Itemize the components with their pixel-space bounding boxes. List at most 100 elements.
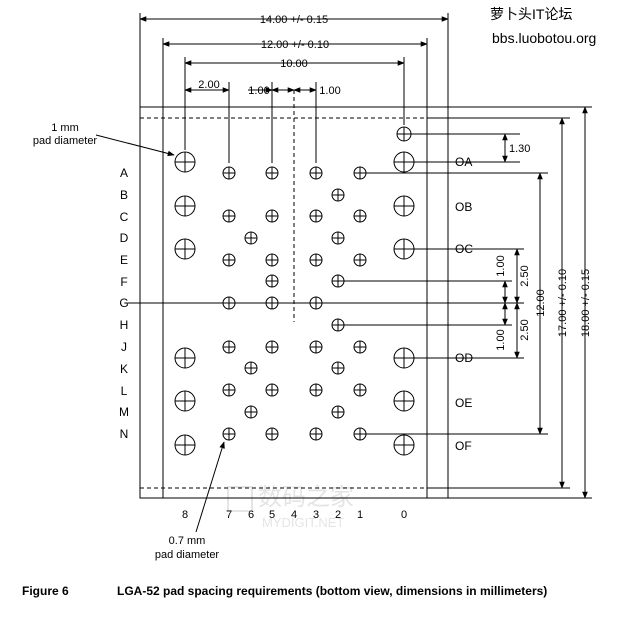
dim-label-1200: 12.00 [535, 289, 547, 317]
dim-label-250b: 2.50 [519, 319, 531, 340]
dim-label-250a: 2.50 [519, 265, 531, 286]
pad-crosshair [223, 167, 235, 179]
pad-group-labels: OA OB OC OD OE OF [455, 155, 473, 453]
pad-crosshair [266, 210, 278, 222]
row-label: C [120, 210, 129, 224]
pad-crosshair [175, 348, 195, 368]
dim-label-1a: 1.00 [248, 85, 269, 97]
dimension-lines [139, 16, 588, 499]
pad-group-label: OA [455, 155, 472, 169]
pad-crosshair [223, 297, 235, 309]
column-label: 0 [401, 509, 407, 521]
pad-crosshair [175, 239, 195, 259]
annotations: 1 mm pad diameter 0.7 mm pad diameter [33, 122, 225, 561]
pad-crosshair [266, 254, 278, 266]
pad-crosshair [223, 341, 235, 353]
pad-crosshair [245, 406, 257, 418]
dim-label-130: 1.30 [509, 143, 530, 155]
dim-label-100b: 1.00 [495, 329, 507, 350]
pad-crosshair [310, 428, 322, 440]
dim-label-14: 14.00 +/- 0.15 [260, 14, 328, 26]
column-labels: 8 7 6 5 4 3 2 1 0 [182, 509, 407, 521]
dim-label-10: 10.00 [280, 58, 308, 70]
row-label: D [120, 231, 129, 245]
big-pad-label-1: 1 mm [51, 122, 79, 134]
pad-crosshair [175, 435, 195, 455]
dim-label-1b: 1.00 [319, 85, 340, 97]
row-label: H [120, 318, 129, 332]
package-outline [139, 90, 449, 499]
pad-crosshair [397, 127, 411, 141]
dimension-labels: 14.00 +/- 0.15 12.00 +/- 0.10 10.00 2.00… [198, 14, 592, 351]
dim-label-1700: 17.00 +/- 0.10 [557, 269, 569, 337]
pad-crosshair [310, 384, 322, 396]
row-label: N [120, 427, 129, 441]
row-label: J [121, 340, 127, 354]
pad-group-label: OD [455, 351, 473, 365]
small-pad-leader [195, 441, 225, 533]
row-labels: A B C D E F G H J K L M N [119, 166, 129, 441]
column-label: 4 [291, 509, 297, 521]
pad-crosshair [354, 210, 366, 222]
row-label: F [120, 275, 127, 289]
pad-crosshair [394, 435, 414, 455]
column-label: 1 [357, 509, 363, 521]
pad-crosshair [332, 319, 344, 331]
watermark-logo-subtext: MYDIGIT.NET [262, 515, 344, 530]
row-label: A [120, 166, 128, 180]
pad-crosshair [332, 362, 344, 374]
pad-crosshair [175, 152, 195, 172]
row-label: M [119, 405, 129, 419]
pad-crosshair [354, 341, 366, 353]
pad-crosshair [223, 254, 235, 266]
column-label: 8 [182, 509, 188, 521]
watermark-forum-name: 萝卜头IT论坛 [490, 6, 572, 22]
dim-label-12: 12.00 +/- 0.10 [261, 39, 329, 51]
pad-crosshair [310, 341, 322, 353]
pad-crosshair [266, 167, 278, 179]
dim-label-1800: 18.00 +/- 0.15 [580, 269, 592, 337]
watermark-forum-url: bbs.luobotou.org [492, 30, 596, 46]
pad-crosshair [394, 196, 414, 216]
column-label: 6 [248, 509, 254, 521]
pad-crosshair [266, 384, 278, 396]
pad-crosshair [310, 167, 322, 179]
small-pad-label-2: pad diameter [155, 549, 220, 561]
pad-array [174, 126, 415, 456]
dim-label-2: 2.00 [198, 79, 219, 91]
row-label: E [120, 253, 128, 267]
pad-crosshair [310, 210, 322, 222]
column-label: 5 [269, 509, 275, 521]
pad-crosshair [310, 254, 322, 266]
watermark-logo: 数码之家 MYDIGIT.NET [227, 484, 354, 530]
column-label: 2 [335, 509, 341, 521]
pad-crosshair [332, 189, 344, 201]
figure-caption: LGA-52 pad spacing requirements (bottom … [117, 584, 547, 598]
big-pad-label-2: pad diameter [33, 135, 98, 147]
pad-crosshair [332, 275, 344, 287]
small-pad-label-1: 0.7 mm [169, 535, 206, 547]
pad-crosshair [266, 428, 278, 440]
figure-label: Figure 6 [22, 584, 69, 598]
pad-crosshair [266, 297, 278, 309]
pad-crosshair [354, 428, 366, 440]
pad-crosshair [394, 348, 414, 368]
pad-crosshair [394, 152, 414, 172]
big-pad-leader [95, 134, 175, 157]
column-label: 3 [313, 509, 319, 521]
pad-crosshair [394, 391, 414, 411]
pad-crosshair [223, 210, 235, 222]
row-label: L [121, 384, 128, 398]
pad-crosshair [266, 341, 278, 353]
pad-group-label: OB [455, 200, 472, 214]
pad-crosshair [394, 239, 414, 259]
pad-crosshair [332, 406, 344, 418]
row-label: B [120, 188, 128, 202]
row-label: K [120, 362, 128, 376]
pad-crosshair [245, 232, 257, 244]
pad-group-label: OC [455, 242, 473, 256]
pad-crosshair [175, 391, 195, 411]
extension-lines [128, 13, 592, 499]
pad-crosshair [266, 275, 278, 287]
